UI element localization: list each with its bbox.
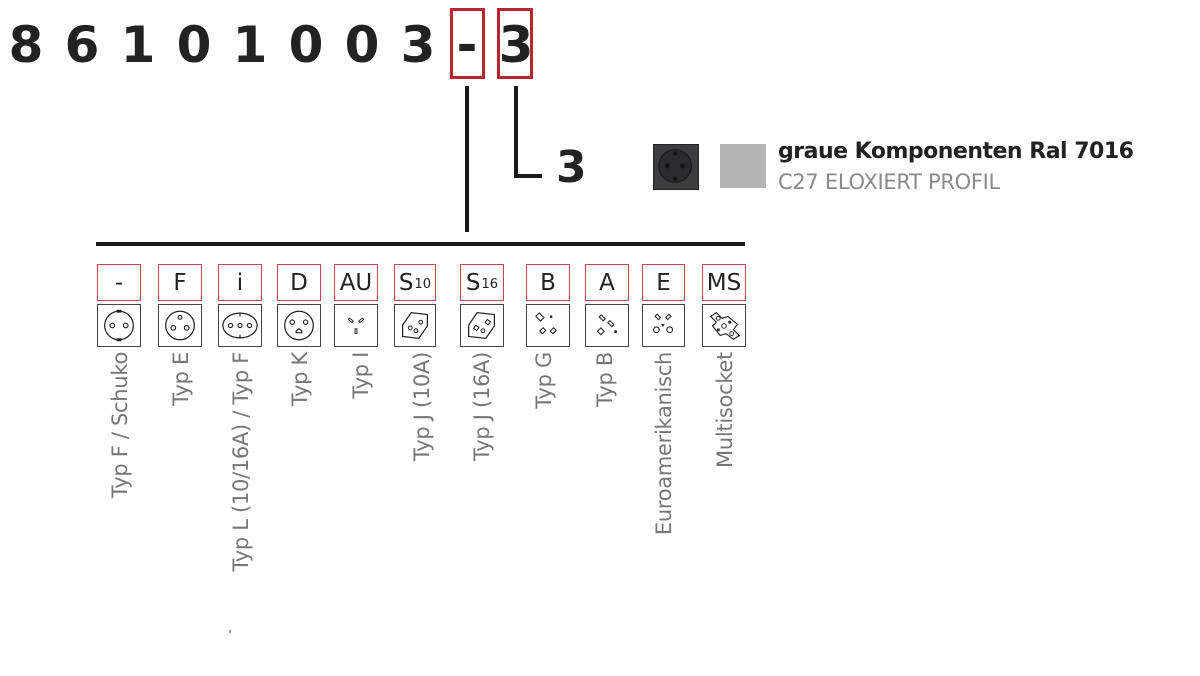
option-code-subscript: 16 [481,277,499,292]
type-e-socket-icon [158,304,202,347]
option-label: Typ B [593,352,617,407]
option-label: Typ J (10A) [410,352,434,462]
option-code-box: A [585,264,629,301]
selected-option-code: 3 [556,142,587,193]
option-code-box: E [642,264,685,301]
option-code: S [465,269,481,296]
option-code-box: D [277,264,321,301]
type-j-10a-socket-icon [394,304,436,347]
selected-option-title: graue Komponenten Ral 7016 [778,139,1134,164]
option-code: B [540,269,556,296]
option-code-box: i [218,264,262,301]
option-code: S [398,269,414,296]
option-code-subscript: 10 [414,277,432,292]
article-digit: 1 [120,16,156,74]
option-code: E [656,269,671,296]
option-label: Typ I [349,352,373,399]
article-digit: 3 [400,16,436,74]
article-digit: 0 [344,16,380,74]
option-label: Typ F / Schuko [108,352,132,499]
option-code-box: AU [334,264,378,301]
type-j-16a-socket-icon [460,304,504,347]
option-label: Typ E [169,352,193,406]
option-code: F [173,269,187,296]
option-label: Typ L (10/16A) / Typ F [229,352,253,572]
option-label: Typ G [532,352,556,409]
type-l-socket-icon [218,304,262,347]
option-label: Multisocket [713,352,737,468]
article-digit-option: 3 [498,16,534,74]
option-code: A [599,269,615,296]
multisocket-icon [702,304,746,347]
option-code-box: F [158,264,202,301]
selected-option-subtitle: C27 ELOXIERT PROFIL [778,170,1000,194]
article-digit: 1 [232,16,268,74]
option-code: AU [339,269,373,296]
type-g-socket-icon [526,304,570,347]
article-digit: 0 [176,16,212,74]
option-label: Typ J (16A) [470,352,494,462]
option-code: D [290,269,308,296]
grey-color-swatch [720,144,766,188]
option-code-box: - [97,264,141,301]
dash-highlight-box [450,8,485,79]
option-label: Typ K [288,352,312,407]
option-code: i [236,269,244,296]
option-connector-line [514,86,542,178]
type-b-socket-icon [585,304,629,347]
article-digit: 6 [64,16,100,74]
option-code: - [114,269,124,296]
option-code-box: B [526,264,570,301]
type-k-socket-icon [277,304,321,347]
small-tick-mark [229,630,231,633]
option-code: MS [706,269,742,296]
article-digit-dash: - [456,16,478,74]
option-highlight-box [497,8,533,79]
euroamerican-socket-icon [642,304,685,347]
option-label: Euroamerikanisch [652,352,676,536]
schuko-socket-icon [97,304,141,347]
dark-socket-icon [653,144,699,190]
option-code-box: MS [702,264,746,301]
type-i-socket-icon [334,304,378,347]
article-digit: 0 [288,16,324,74]
article-digit: 8 [8,16,44,74]
